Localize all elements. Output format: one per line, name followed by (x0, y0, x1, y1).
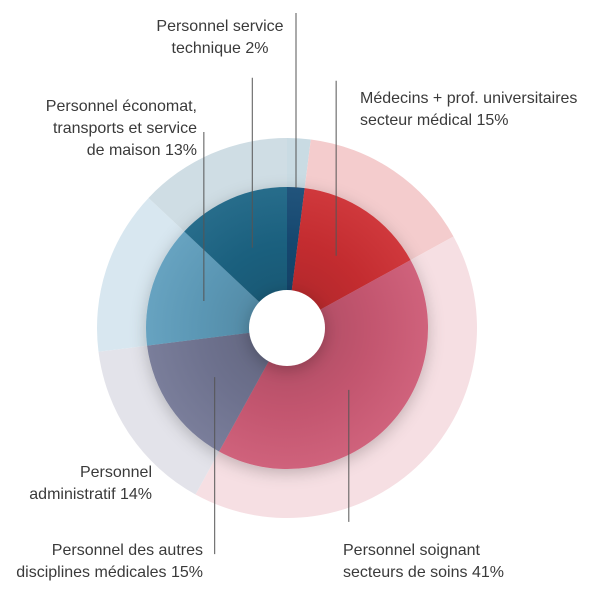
label-line: secteurs de soins 41% (343, 564, 504, 581)
label-line: Personnel soignant (343, 542, 480, 559)
center-hole (249, 290, 325, 366)
label-line: Personnel économat, (45, 98, 197, 115)
label-line: Médecins + prof. universitaires (360, 90, 578, 107)
label-line: secteur médical 15% (360, 112, 509, 129)
label-line: Personnel (79, 464, 152, 481)
label-autres-disciplines: Personnel des autres disciplines médical… (0, 540, 203, 584)
label-administratif: Personnel administratif 14% (0, 462, 152, 506)
label-medecins: Médecins + prof. universitaires secteur … (360, 88, 596, 132)
label-personnel-soignant: Personnel soignant secteurs de soins 41% (343, 540, 543, 584)
label-line: Personnel des autres (51, 542, 203, 559)
label-line: administratif 14% (29, 486, 152, 503)
label-line: transports et service (52, 120, 197, 137)
leader-lines (203, 13, 350, 555)
label-line: de maison 13% (86, 142, 197, 159)
label-line: disciplines médicales 15% (16, 564, 203, 581)
label-line: Personnel service (156, 18, 284, 35)
label-line: technique 2% (171, 40, 269, 57)
label-economat: Personnel économat, transports et servic… (0, 96, 197, 162)
label-personnel-service-technique: Personnel service technique 2% (140, 16, 300, 60)
